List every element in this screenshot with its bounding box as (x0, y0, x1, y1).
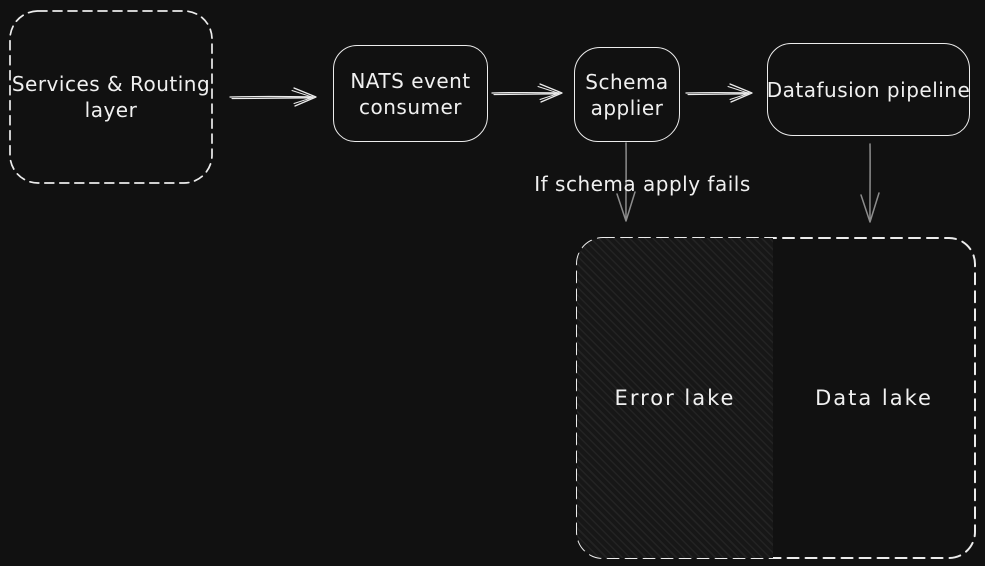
node-services-routing-layer: Services & Routing layer (8, 9, 214, 185)
services-routing-box-border (9, 10, 213, 184)
edge-label-schema-fail: If schema apply fails (534, 172, 751, 196)
error-lake-label: Error lake (614, 386, 736, 410)
data-lake-label: Data lake (815, 386, 933, 410)
schema-label-line2: applier (590, 95, 664, 120)
arrow-datafusion-to-data-lake (860, 143, 880, 223)
schema-label: Schema applier (585, 69, 668, 121)
lake-container: Error lake Data lake (577, 238, 975, 558)
services-label-line2: layer (84, 98, 138, 122)
nats-label-line1: NATS event (350, 68, 471, 93)
datafusion-label: Datafusion pipeline (767, 77, 971, 103)
schema-label-line1: Schema (585, 69, 669, 94)
node-nats-event-consumer: NATS event consumer (333, 45, 488, 142)
node-datafusion-pipeline: Datafusion pipeline (767, 43, 970, 136)
nats-label-line2: consumer (358, 94, 462, 119)
arrow-schema-to-error-lake (616, 142, 636, 222)
node-schema-applier: Schema applier (574, 47, 680, 142)
nats-label: NATS event consumer (350, 68, 470, 120)
error-lake-hatch-fill (577, 238, 773, 558)
node-services-routing-label: Services & Routing layer (12, 71, 210, 123)
arrow-services-to-nats (229, 87, 317, 107)
services-label-line1: Services & Routing (11, 72, 211, 96)
arrow-nats-to-schema (491, 83, 563, 103)
datafusion-label-line1: Datafusion pipeline (766, 77, 971, 102)
arrow-schema-to-datafusion (685, 83, 753, 103)
